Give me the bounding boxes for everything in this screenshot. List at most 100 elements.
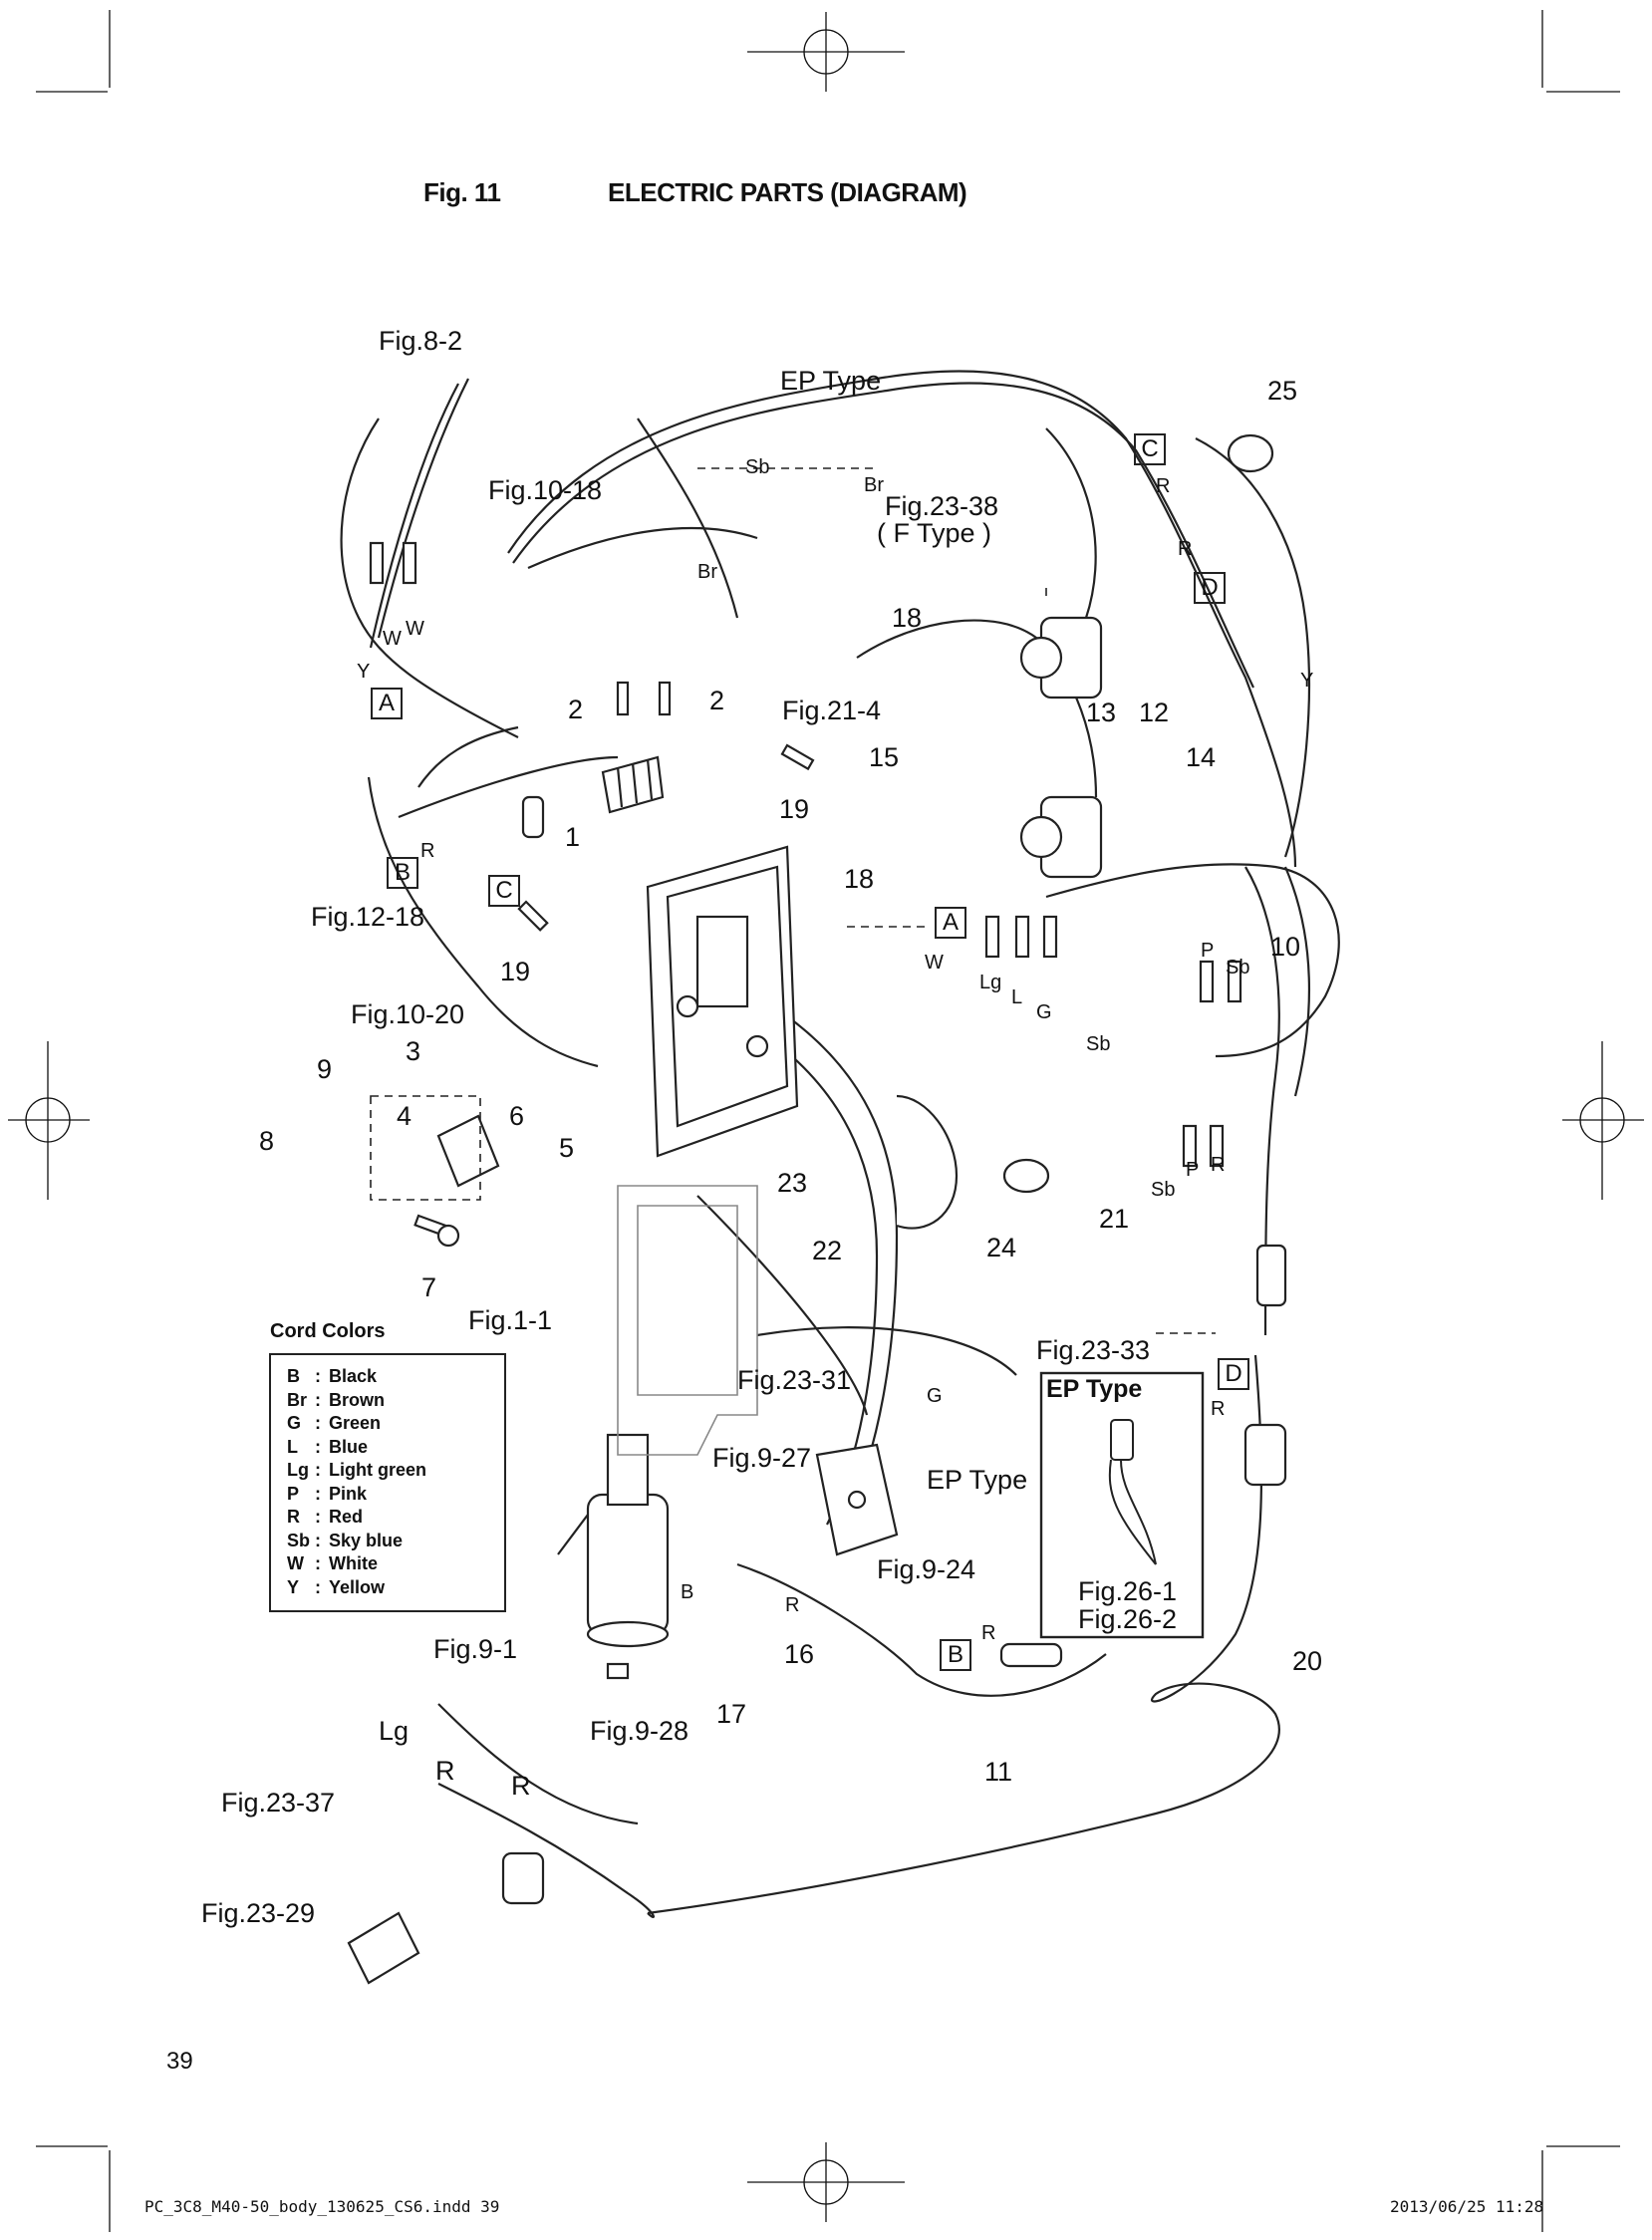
part-brackets	[370, 467, 1216, 1334]
cord-colors-legend: B:Black Br:Brown G:Green L:Blue Lg:Light…	[269, 1353, 506, 1612]
part-number: 20	[1292, 1646, 1323, 1676]
wire-code: Y	[1300, 670, 1314, 692]
wire-code: Br	[864, 474, 884, 496]
connector-box-a-2: A	[935, 907, 966, 939]
legend-row: Sb:Sky blue	[287, 1530, 488, 1553]
connector-plug-icons	[369, 541, 1242, 1668]
part-number: 25	[1267, 376, 1298, 406]
ep-type-inset-title: EP Type	[1046, 1375, 1143, 1403]
components	[347, 433, 1287, 1985]
wire-code: Y	[357, 661, 371, 683]
callout-fig-21-4: Fig.21-4	[782, 696, 882, 725]
cord-colors-title: Cord Colors	[270, 1320, 386, 1342]
part-number: 23	[777, 1168, 808, 1198]
connector-box-b: B	[387, 857, 418, 889]
legend-name: Pink	[329, 1483, 368, 1504]
figure-number: Fig. 11	[423, 177, 501, 207]
page-number: 39	[166, 2048, 193, 2075]
part-number: 10	[1270, 932, 1301, 962]
callout-fig-26-2: Fig.26-2	[1078, 1604, 1178, 1634]
part-number: 19	[779, 794, 810, 824]
connector-box-c-2: C	[1134, 433, 1166, 465]
connector-box-a: A	[371, 688, 403, 719]
legend-code: B	[287, 1366, 300, 1386]
part-number: 24	[986, 1233, 1017, 1262]
wire-code: R	[981, 1622, 996, 1644]
callout-fig-9-28: Fig.9-28	[590, 1716, 689, 1746]
legend-code: W	[287, 1553, 304, 1573]
part-number: 19	[500, 957, 531, 986]
bolt-icons	[413, 681, 815, 1680]
callout-fig-9-24: Fig.9-24	[877, 1554, 976, 1584]
main-connector-icon	[1243, 1244, 1287, 1487]
wire-code: W	[406, 618, 424, 640]
wire-code: Lg	[979, 972, 1002, 993]
legend-name: Light green	[329, 1460, 426, 1480]
wire-code: Sb	[745, 456, 770, 478]
legend-name: Yellow	[329, 1576, 386, 1597]
callout-f-type: ( F Type )	[877, 518, 992, 548]
callout-fig-10-20: Fig.10-20	[351, 999, 465, 1029]
legend-code: L	[287, 1436, 298, 1457]
part-number: 11	[984, 1757, 1013, 1787]
part-number: 17	[716, 1699, 747, 1729]
legend-code: Br	[287, 1389, 308, 1410]
wire-code: P	[1201, 940, 1215, 962]
wire-code: L	[1011, 986, 1023, 1008]
callout-fig-8-2: Fig.8-2	[379, 326, 463, 356]
part-number: 4	[397, 1101, 413, 1131]
legend-row: Y:Yellow	[287, 1576, 488, 1600]
remote-connector-icon	[347, 1851, 545, 1985]
ep-type-inset-box	[1039, 1371, 1205, 1639]
wire-code: Sb	[1151, 1179, 1176, 1201]
legend-code: Y	[287, 1576, 300, 1597]
legend-name: White	[329, 1553, 378, 1573]
wire-code: R	[1156, 475, 1171, 497]
part-number: 2	[709, 686, 725, 715]
connector-box-d-2: D	[1218, 1358, 1249, 1390]
part-number: 15	[869, 742, 900, 772]
callout-fig-23-33: Fig.23-33	[1036, 1335, 1151, 1365]
legend-code: R	[287, 1507, 300, 1527]
wire-code: G	[1036, 1001, 1052, 1023]
legend-code: G	[287, 1413, 302, 1433]
callout-fig-23-31: Fig.23-31	[737, 1365, 852, 1395]
legend-code: Lg	[287, 1460, 309, 1480]
wire-code: G	[927, 1385, 943, 1407]
cdi-unit-icon	[646, 845, 799, 1158]
legend-row: R:Red	[287, 1506, 488, 1530]
wire-code: R	[785, 1594, 800, 1616]
starter-motor-icon	[557, 1433, 670, 1648]
legend-row: G:Green	[287, 1412, 488, 1436]
callout-ep-type-mid: EP Type	[927, 1465, 1028, 1495]
part-number: 3	[406, 1036, 421, 1066]
part-number: 18	[892, 603, 923, 633]
legend-row: B:Black	[287, 1365, 488, 1389]
wire-code: R	[420, 840, 435, 862]
crop-marks	[8, 10, 1644, 2232]
wire-code: W	[925, 952, 944, 974]
legend-code: P	[287, 1483, 300, 1504]
part-number: 21	[1099, 1204, 1130, 1234]
rectifier-icon	[601, 755, 665, 814]
crankcase-icon	[617, 1185, 758, 1456]
wire-code: R	[511, 1771, 531, 1801]
callout-fig-9-1: Fig.9-1	[433, 1634, 518, 1664]
wire-code: R	[1211, 1154, 1226, 1176]
wire-code: R	[1178, 538, 1193, 560]
part-number: 22	[812, 1236, 843, 1265]
callout-ep-type-top: EP Type	[780, 366, 882, 396]
footer-timestamp: 2013/06/25 11:28	[1390, 2197, 1544, 2216]
legend-row: Br:Brown	[287, 1389, 488, 1413]
legend-row: P:Pink	[287, 1483, 488, 1507]
part-number: 2	[568, 695, 584, 724]
callout-fig-10-18: Fig.10-18	[488, 475, 603, 505]
wire-code: R	[435, 1756, 455, 1786]
ep-type-harness-icon	[1108, 1419, 1157, 1565]
neutral-switch-icon	[436, 1114, 500, 1188]
callout-fig-12-18: Fig.12-18	[311, 902, 425, 932]
part-number: 8	[259, 1126, 275, 1156]
part-number: 1	[565, 822, 581, 852]
wire-harness	[340, 370, 1340, 1919]
